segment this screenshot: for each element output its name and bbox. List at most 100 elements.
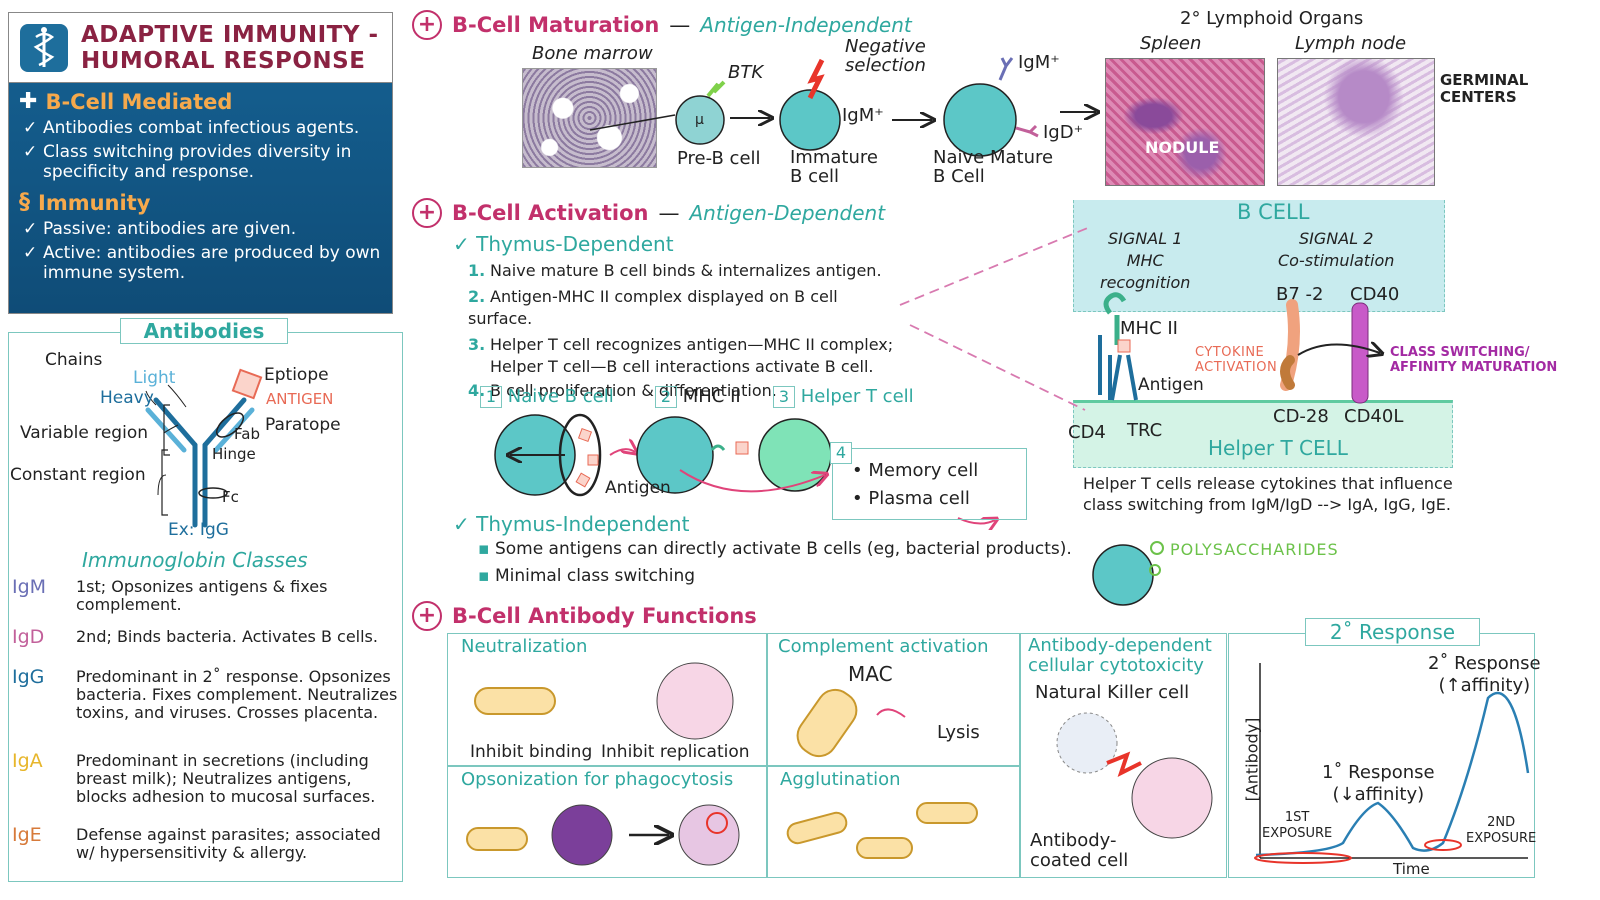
title-line-1: ADAPTIVE IMMUNITY - [81, 21, 379, 48]
b-cell-icon [636, 416, 714, 494]
step4-box: 4 [830, 442, 852, 464]
immature-label: Immature B cell [790, 147, 878, 187]
classes-title: Immunoglobin Classes [82, 548, 308, 572]
helper-t-box: 3 Helper T cell [773, 386, 914, 408]
summary-item: Active: antibodies are produced by own i… [19, 243, 382, 283]
adcc-title: Antibody-dependent cellular cytotoxicity [1028, 635, 1212, 676]
adcc-box [1020, 633, 1227, 878]
outcome-box [832, 448, 1027, 520]
ti-b-cell-icon [1092, 541, 1164, 606]
polysaccharides-label: POLYSACCHARIDES [1170, 540, 1339, 559]
cytokine-note: Helper T cells release cytokines that in… [1083, 474, 1453, 514]
maturation-heading: + B-Cell Maturation — Antigen-Independen… [412, 10, 912, 40]
helper-t-cell-icon [758, 418, 832, 492]
second-exposure-label: 2ND EXPOSURE [1466, 815, 1537, 846]
plasma-cell-label: • Plasma cell [852, 488, 970, 509]
plus-icon: + [412, 601, 442, 631]
summary-item: Antibodies combat infectious agents. [19, 118, 382, 138]
igd-label: IgD⁺ [1043, 122, 1084, 143]
class-row-igg: IgG Predominant in 2˚ response. Opsonize… [12, 666, 398, 722]
caduceus-logo-icon [20, 23, 68, 72]
btk-label: BTK [728, 62, 764, 83]
secondary-response-label: 2˚ Response (↑affinity) [1428, 653, 1541, 696]
cd40l-label: CD40L [1344, 406, 1404, 427]
cd28-label: CD-28 [1273, 406, 1329, 427]
complement-title: Complement activation [778, 636, 989, 657]
agglutination-box [767, 766, 1020, 878]
b-cell-membrane [1073, 200, 1445, 312]
nk-label: Natural Killer cell [1035, 682, 1190, 703]
class-switching-label: CLASS SWITCHING/ AFFINITY MATURATION [1390, 345, 1558, 375]
trc-label: TRC [1127, 420, 1163, 441]
thymus-dependent-label: ✓ Thymus-Dependent [453, 232, 674, 256]
lightning-icon [1106, 751, 1142, 777]
nk-cell-icon [1056, 712, 1118, 774]
igm-label-2: IgM⁺ [1018, 52, 1060, 73]
activation-diagram [494, 413, 1040, 530]
fc-label: Fc [222, 488, 239, 506]
cd28-icon [1280, 355, 1295, 390]
signal-diagram [899, 226, 1460, 411]
signal1-label: SIGNAL 1 MHC recognition [1100, 229, 1191, 292]
b72-label: B7 -2 [1276, 284, 1324, 305]
first-exposure-label: 1ST EXPOSURE [1262, 810, 1333, 841]
lymphoid-label: 2° Lymphoid Organs [1180, 8, 1364, 29]
spleen-image [1105, 58, 1265, 186]
summary-item: Passive: antibodies are given. [19, 219, 382, 239]
immunity-heading: § Immunity [19, 190, 151, 215]
class-row-igm: IgM 1st; Opsonizes antigens & fixes comp… [12, 576, 328, 614]
example-label: Ex: IgG [168, 520, 229, 540]
maturation-diagram [589, 57, 1100, 157]
naive-mature-b-cell-icon [943, 83, 1017, 157]
chains-label: Chains [45, 350, 103, 370]
response-chart [1254, 663, 1530, 864]
phagocyte-icon [551, 804, 613, 866]
cd40-label: CD40 [1350, 284, 1400, 305]
cd4-label: CD4 [1068, 422, 1106, 443]
pre-b-cell-icon [675, 95, 725, 145]
mu-label: μ [695, 112, 704, 128]
page-title: ADAPTIVE IMMUNITY - HUMORAL RESPONSE [81, 22, 379, 74]
antigen-icon [231, 368, 263, 400]
mhc-ii-label: MHC II [1120, 318, 1178, 339]
constant-label: Constant region [10, 465, 146, 485]
epitope-label: Eptiope [264, 365, 329, 385]
mhc-box: 2 MHC II [655, 386, 741, 408]
mhc-ii-icon [1103, 292, 1127, 315]
ti-item: ▪ Some antigens can directly activate B … [478, 539, 1072, 559]
title-box: ADAPTIVE IMMUNITY - HUMORAL RESPONSE [8, 12, 393, 82]
cell-icon [656, 662, 734, 740]
antibody-diagram [145, 368, 263, 528]
pre-b-label: Pre-B cell [677, 148, 761, 169]
memory-cell-label: • Memory cell [852, 460, 979, 481]
title-line-2: HUMORAL RESPONSE [81, 47, 366, 74]
coated-cell-label: Antibody- coated cell [1030, 830, 1129, 871]
spleen-label: Spleen [1140, 33, 1202, 54]
inhibit-binding-label: Inhibit binding [470, 742, 593, 762]
bone-marrow-label: Bone marrow [532, 43, 653, 64]
summary-item: Class switching provides diversity in sp… [19, 142, 382, 182]
hinge-label: Hinge [212, 445, 256, 463]
activation-steps: 1.Naive mature B cell binds & internaliz… [468, 260, 898, 402]
step-item: 3.Helper T cell recognizes antigen—MHC I… [468, 335, 894, 376]
functions-heading: + B-Cell Antibody Functions [412, 601, 757, 631]
germinal-centers-label: GERMINAL CENTERS [1440, 71, 1529, 106]
cytokine-activation-label: CYTOKINE ACTIVATION [1195, 345, 1278, 375]
target-cell-icon [1131, 757, 1213, 839]
plus-icon: + [412, 10, 442, 40]
antibodies-title: Antibodies [120, 318, 288, 344]
step-item: 2.Antigen-MHC II complex displayed on B … [468, 287, 838, 328]
neutralization-title: Neutralization [461, 636, 588, 657]
antigen-icon [1117, 339, 1131, 353]
x-axis-label: Time [1393, 860, 1430, 878]
antibody-icon [145, 397, 255, 528]
response-title: 2˚ Response [1305, 618, 1480, 646]
lysis-label: Lysis [937, 722, 980, 743]
bacterium-icon [474, 687, 556, 715]
opsonization-box [447, 766, 767, 878]
summary-box: ✚ B-Cell Mediated Antibodies combat infe… [8, 82, 393, 314]
igm-label: IgM⁺ [842, 105, 884, 126]
class-row-iga: IgA Predominant in secretions (including… [12, 750, 376, 806]
helper-t-title: Helper T CELL [1208, 436, 1348, 460]
cd40-icon [1351, 302, 1369, 404]
